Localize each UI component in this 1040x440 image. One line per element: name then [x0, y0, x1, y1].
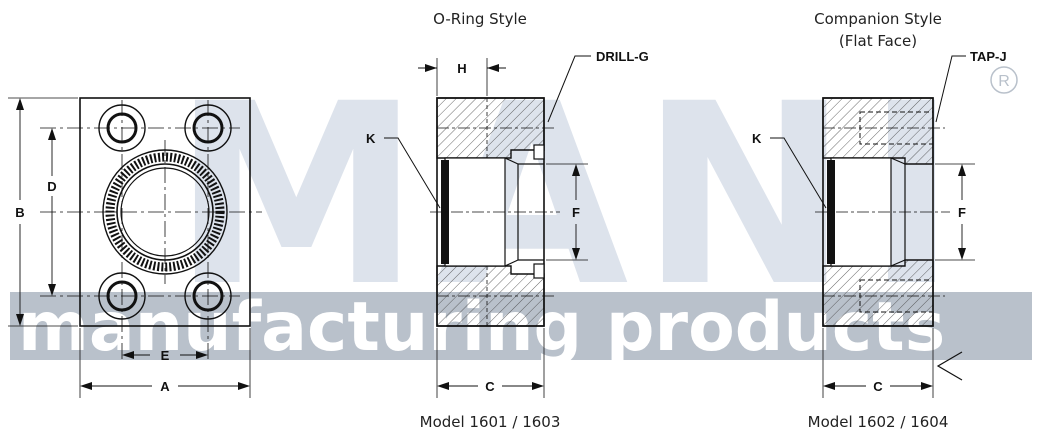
companion-dim-c-label: C	[873, 379, 883, 394]
registered-mark-icon	[990, 66, 1018, 94]
bolt-hole-bottom-right	[184, 272, 232, 320]
companion-dimension-c: C	[822, 328, 963, 398]
oring-k-label: K	[366, 131, 376, 146]
oring-dim-f-label: F	[572, 205, 580, 220]
center-bore	[102, 149, 228, 275]
dim-b-label: B	[15, 205, 24, 220]
oring-dimension-c: C	[436, 328, 545, 398]
dimension-a: A	[79, 328, 251, 398]
dimension-d: D	[47, 128, 57, 296]
companion-style-title: Companion Style	[814, 10, 942, 28]
oring-style-title: O-Ring Style	[433, 10, 527, 28]
dim-h-label: H	[457, 61, 466, 76]
oring-dimension-f: F	[546, 163, 588, 261]
registered-mark-letter: R	[998, 73, 1010, 90]
tap-j-label: TAP-J	[970, 49, 1007, 64]
oring-model-caption: Model 1601 / 1603	[420, 413, 561, 431]
companion-k-label: K	[752, 131, 762, 146]
drill-g-label: DRILL-G	[596, 49, 649, 64]
companion-section-view: Companion Style (Flat Face) TAP-J K	[752, 10, 1007, 431]
companion-style-subtitle: (Flat Face)	[839, 32, 917, 50]
tap-j-callout: TAP-J	[935, 49, 1007, 123]
front-view: B D E A	[8, 97, 262, 398]
oring-dim-c-label: C	[485, 379, 495, 394]
companion-dimension-f: F	[935, 163, 975, 261]
dimension-b: B	[8, 97, 78, 327]
dim-a-label: A	[160, 379, 170, 394]
oring-section-view: O-Ring Style H	[366, 10, 649, 431]
bolt-hole-top-right	[184, 104, 232, 152]
dimension-h: H	[418, 58, 506, 96]
bolt-hole-top-left	[98, 104, 146, 152]
oring-k-callout: K	[366, 131, 441, 209]
companion-dim-f-label: F	[958, 205, 966, 220]
dimension-e: E	[122, 348, 208, 363]
drill-g-callout: DRILL-G	[547, 49, 649, 123]
dim-d-label: D	[47, 179, 56, 194]
companion-k-callout: K	[752, 131, 827, 209]
bolt-hole-bottom-left	[98, 272, 146, 320]
companion-model-caption: Model 1602 / 1604	[808, 413, 949, 431]
dim-e-label: E	[161, 348, 170, 363]
